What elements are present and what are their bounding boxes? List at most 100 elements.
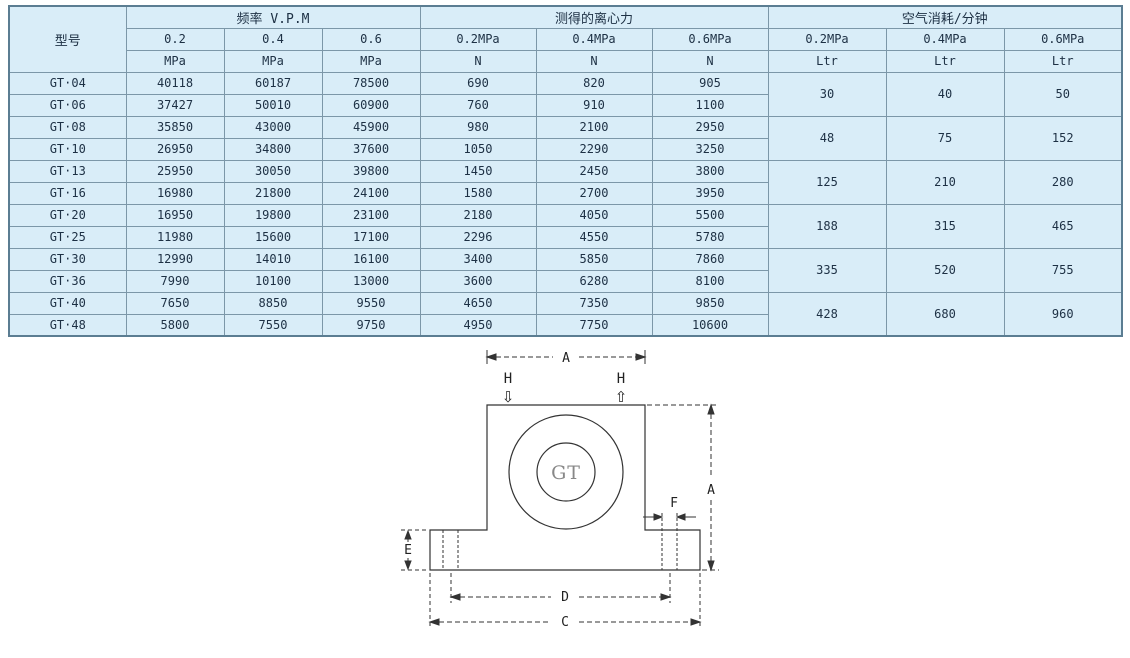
unit-header: N <box>419 49 537 73</box>
force-cell: 10600 <box>651 313 769 337</box>
header-model: 型号 <box>8 5 127 73</box>
frequency-cell: 34800 <box>223 137 323 161</box>
force-cell: 7350 <box>535 291 653 315</box>
air-consumption-cell: 465 <box>1003 203 1123 249</box>
turbine-outer-circle <box>508 414 624 530</box>
frequency-cell: 19800 <box>223 203 323 227</box>
air-consumption-cell: 210 <box>885 159 1005 205</box>
frequency-cell: 50010 <box>223 93 323 117</box>
frequency-cell: 21800 <box>223 181 323 205</box>
force-cell: 2290 <box>535 137 653 161</box>
force-cell: 8100 <box>651 269 769 293</box>
frequency-cell: 26950 <box>125 137 225 161</box>
vibrator-diagram-svg: GT A H ⇩ H ⇧ A <box>401 350 719 630</box>
model-cell: GT·48 <box>8 313 127 337</box>
unit-header: Ltr <box>885 49 1005 73</box>
force-cell: 1450 <box>419 159 537 183</box>
dim-right-height <box>647 403 719 572</box>
header-air-group: 空气消耗/分钟 <box>767 5 1123 29</box>
port-label-right: H <box>617 371 625 387</box>
air-consumption-cell: 30 <box>767 71 887 117</box>
unit-header: MPa <box>223 49 323 73</box>
frequency-cell: 11980 <box>125 225 225 249</box>
frequency-cell: 8850 <box>223 291 323 315</box>
unit-header: MPa <box>321 49 421 73</box>
frequency-cell: 37600 <box>321 137 421 161</box>
header-frequency-group: 频率 V.P.M <box>125 5 421 29</box>
unit-header: Ltr <box>767 49 887 73</box>
flange-bolt-holes <box>442 513 678 570</box>
force-cell: 3800 <box>651 159 769 183</box>
unit-header: N <box>535 49 653 73</box>
force-cell: 905 <box>651 71 769 95</box>
frequency-cell: 14010 <box>223 247 323 271</box>
air-consumption-cell: 125 <box>767 159 887 205</box>
pressure-header: 0.6MPa <box>1003 27 1123 51</box>
force-cell: 3600 <box>419 269 537 293</box>
dim-flange-thickness <box>401 529 428 571</box>
frequency-cell: 9750 <box>321 313 421 337</box>
group-header-row: 型号 频率 V.P.M 测得的离心力 空气消耗/分钟 <box>8 5 1123 73</box>
force-cell: 1100 <box>651 93 769 117</box>
frequency-cell: 60900 <box>321 93 421 117</box>
frequency-cell: 7990 <box>125 269 225 293</box>
frequency-cell: 40118 <box>125 71 225 95</box>
frequency-cell: 16980 <box>125 181 225 205</box>
dim-label-top-a: A <box>562 351 570 366</box>
model-cell: GT·08 <box>8 115 127 139</box>
dim-top-width <box>485 350 647 364</box>
pressure-header: 0.4 <box>223 27 323 51</box>
air-consumption-cell: 152 <box>1003 115 1123 161</box>
frequency-cell: 60187 <box>223 71 323 95</box>
model-cell: GT·13 <box>8 159 127 183</box>
dim-hole-diameter <box>643 513 696 521</box>
air-consumption-cell: 315 <box>885 203 1005 249</box>
force-cell: 690 <box>419 71 537 95</box>
frequency-cell: 15600 <box>223 225 323 249</box>
pressure-header: 0.4MPa <box>535 27 653 51</box>
unit-header: MPa <box>125 49 225 73</box>
frequency-cell: 7650 <box>125 291 225 315</box>
frequency-cell: 23100 <box>321 203 421 227</box>
frequency-cell: 35850 <box>125 115 225 139</box>
force-cell: 2950 <box>651 115 769 139</box>
air-consumption-cell: 335 <box>767 247 887 293</box>
model-cell: GT·36 <box>8 269 127 293</box>
frequency-cell: 12990 <box>125 247 225 271</box>
pressure-header: 0.6MPa <box>651 27 769 51</box>
dim-label-c: C <box>561 615 569 630</box>
model-mark: GT <box>551 462 581 484</box>
frequency-cell: 43000 <box>223 115 323 139</box>
dim-hole-spacing <box>449 573 672 603</box>
frequency-cell: 30050 <box>223 159 323 183</box>
header-force-group: 测得的离心力 <box>419 5 769 29</box>
force-cell: 5850 <box>535 247 653 271</box>
force-cell: 2296 <box>419 225 537 249</box>
force-cell: 980 <box>419 115 537 139</box>
pressure-header: 0.4MPa <box>885 27 1005 51</box>
model-cell: GT·30 <box>8 247 127 271</box>
frequency-cell: 25950 <box>125 159 225 183</box>
pressure-header: 0.2 <box>125 27 225 51</box>
force-cell: 4650 <box>419 291 537 315</box>
air-consumption-cell: 75 <box>885 115 1005 161</box>
frequency-cell: 5800 <box>125 313 225 337</box>
frequency-cell: 24100 <box>321 181 421 205</box>
model-cell: GT·04 <box>8 71 127 95</box>
air-consumption-cell: 680 <box>885 291 1005 337</box>
air-consumption-cell: 50 <box>1003 71 1123 117</box>
force-cell: 6280 <box>535 269 653 293</box>
force-cell: 2450 <box>535 159 653 183</box>
air-consumption-cell: 280 <box>1003 159 1123 205</box>
frequency-cell: 10100 <box>223 269 323 293</box>
frequency-cell: 16950 <box>125 203 225 227</box>
frequency-cell: 16100 <box>321 247 421 271</box>
force-cell: 7860 <box>651 247 769 271</box>
dim-base-width <box>428 573 702 628</box>
